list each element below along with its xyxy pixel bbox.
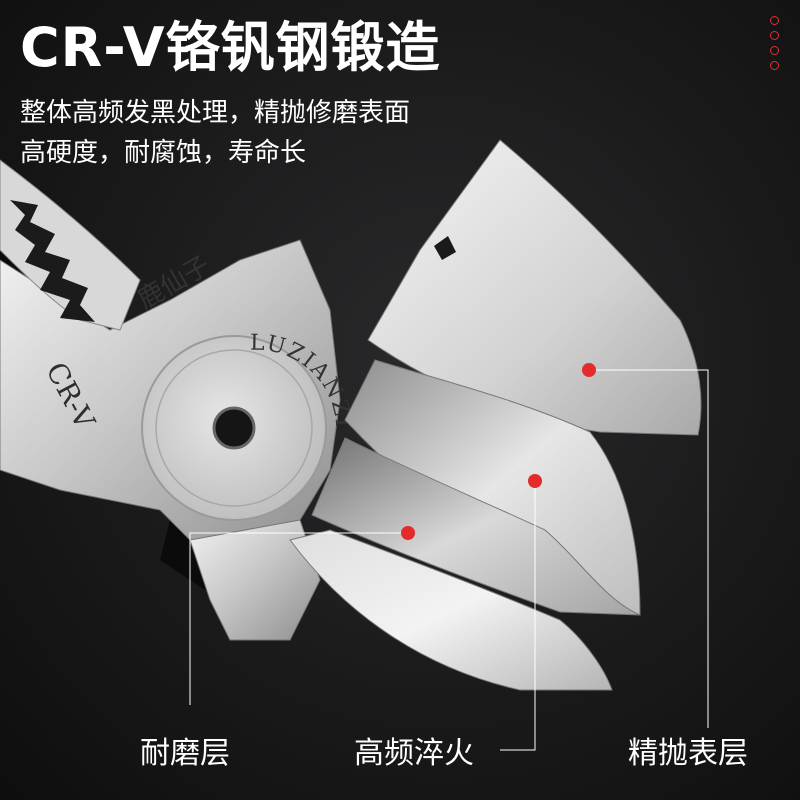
dot xyxy=(770,46,779,55)
headline: CR-V铬钒钢锻造 xyxy=(20,16,441,79)
callout-line-polish xyxy=(589,369,709,728)
description-line-2: 高硬度，耐腐蚀，寿命长 xyxy=(20,138,307,168)
callout-line-quench xyxy=(500,481,536,751)
callout-dot-quench xyxy=(528,474,542,488)
jaw-teeth xyxy=(10,200,95,322)
callout-label-polish: 精抛表层 xyxy=(628,736,748,771)
dot xyxy=(770,31,779,40)
lower-jaw xyxy=(189,519,321,641)
blade-layer-quench xyxy=(311,437,641,616)
callout-dot-polish xyxy=(582,363,596,377)
dot xyxy=(770,16,779,25)
blade-notch xyxy=(434,236,456,260)
callout-label-quench: 高频淬火 xyxy=(354,736,474,771)
upper-jaw xyxy=(0,159,141,331)
description-line-1: 整体高频发黑处理，精抛修磨表面 xyxy=(20,98,411,128)
pivot-hole xyxy=(212,406,256,450)
callout-line-wear xyxy=(189,532,408,705)
pivot-ring xyxy=(155,349,313,507)
callout-label-wear: 耐磨层 xyxy=(140,736,230,771)
decorative-dots-icon xyxy=(770,16,782,76)
dot xyxy=(770,61,779,70)
callout-dot-wear xyxy=(401,526,415,540)
blade-layer-wear xyxy=(289,529,613,691)
